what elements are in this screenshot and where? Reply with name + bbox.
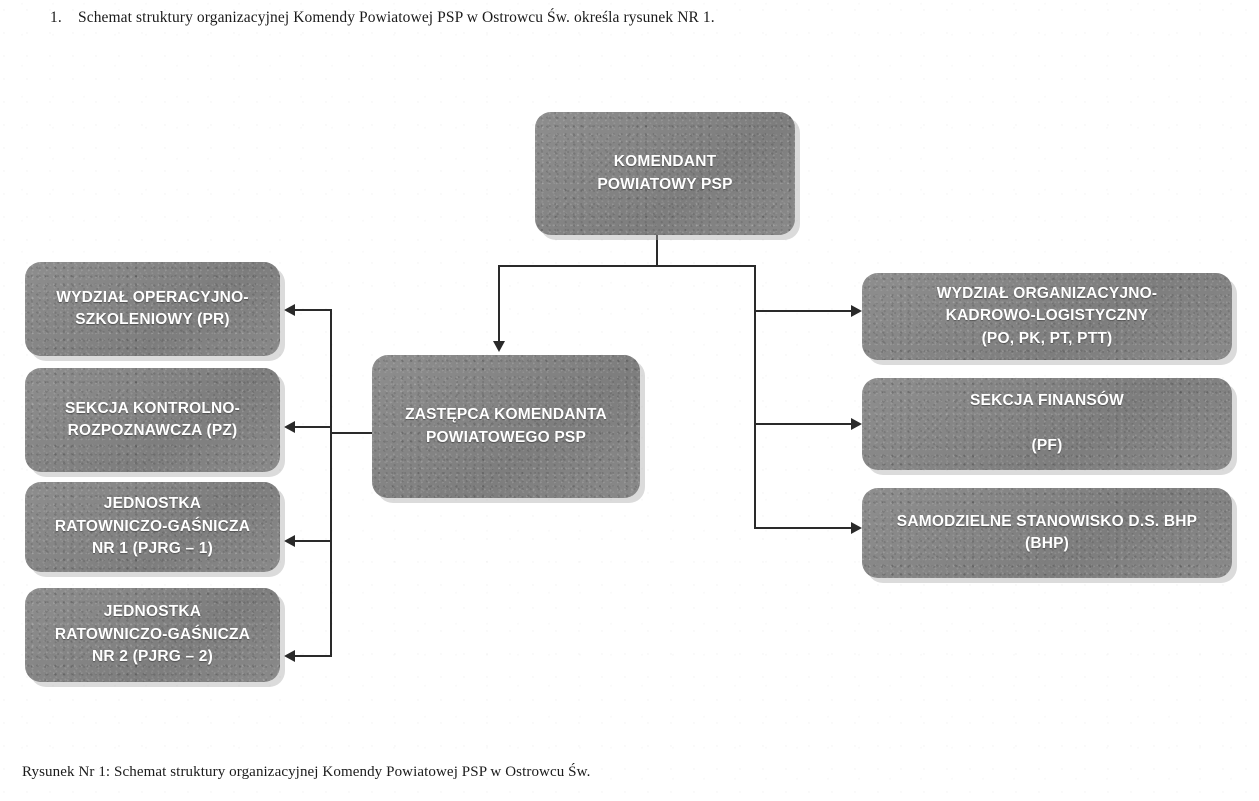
node-wydzial-operacyjno-szkoleniowy[interactable]: WYDZIAŁ OPERACYJNO- SZKOLENIOWY (PR)	[25, 262, 280, 356]
connector-to-wydzial-oper	[294, 309, 332, 311]
figure-caption: Rysunek Nr 1: Schemat struktury organiza…	[22, 764, 591, 780]
arrowhead-wydzial-org	[851, 305, 862, 317]
node-samodzielne-stanowisko-bhp[interactable]: SAMODZIELNE STANOWISKO D.S. BHP (BHP)	[862, 488, 1232, 578]
node-label: JEDNOSTKA RATOWNICZO-GAŚNICZA NR 2 (PJRG…	[54, 603, 251, 666]
node-label: KOMENDANT POWIATOWY PSP	[597, 153, 733, 193]
connector-to-bhp	[754, 527, 852, 529]
connector-to-pjrg2	[294, 655, 332, 657]
intro-paragraph-text: Schemat struktury organizacyjnej Komendy…	[78, 9, 715, 26]
node-sekcja-finansow[interactable]: SEKCJA FINANSÓW (PF)	[862, 378, 1232, 470]
arrowhead-sekcja-kontrolno	[284, 421, 295, 433]
connector-to-sekcja-finansow	[754, 423, 852, 425]
arrowhead-bhp	[851, 522, 862, 534]
arrowhead-pjrg1	[284, 535, 295, 547]
node-pjrg-2[interactable]: JEDNOSTKA RATOWNICZO-GAŚNICZA NR 2 (PJRG…	[25, 588, 280, 682]
connector-to-wydzial-org	[754, 310, 852, 312]
connector-to-pjrg1	[294, 540, 332, 542]
connector-bus-to-zastepca	[498, 265, 500, 343]
node-label: ZASTĘPCA KOMENDANTA POWIATOWEGO PSP	[405, 406, 607, 446]
node-sekcja-kontrolno-rozpoznawcza[interactable]: SEKCJA KONTROLNO- ROZPOZNAWCZA (PZ)	[25, 368, 280, 472]
node-zastepca-komendanta[interactable]: ZASTĘPCA KOMENDANTA POWIATOWEGO PSP	[372, 355, 640, 498]
node-pjrg-1[interactable]: JEDNOSTKA RATOWNICZO-GAŚNICZA NR 1 (PJRG…	[25, 482, 280, 572]
connector-komendant-stem	[656, 235, 658, 267]
arrowhead-pjrg2	[284, 650, 295, 662]
node-label: SEKCJA KONTROLNO- ROZPOZNAWCZA (PZ)	[64, 399, 241, 439]
node-label: SEKCJA FINANSÓW (PF)	[970, 392, 1124, 455]
connector-left-bus	[330, 309, 332, 656]
node-label: WYDZIAŁ ORGANIZACYJNO- KADROWO-LOGISTYCZ…	[936, 284, 1158, 347]
connector-to-sekcja-kontrolno	[294, 426, 332, 428]
node-komendant-powiatowy-psp[interactable]: KOMENDANT POWIATOWY PSP	[535, 112, 795, 235]
intro-list-number: 1.	[50, 9, 62, 26]
arrowhead-wydzial-oper	[284, 304, 295, 316]
connector-right-bus	[754, 265, 756, 529]
node-label: WYDZIAŁ OPERACYJNO- SZKOLENIOWY (PR)	[56, 288, 249, 328]
arrowhead-zastepca	[493, 341, 505, 352]
node-label: JEDNOSTKA RATOWNICZO-GAŚNICZA NR 1 (PJRG…	[54, 495, 251, 558]
node-label: SAMODZIELNE STANOWISKO D.S. BHP (BHP)	[896, 512, 1198, 552]
connector-zastepca-stub	[330, 432, 374, 434]
node-wydzial-organizacyjno-kadrowo-logistyczny[interactable]: WYDZIAŁ ORGANIZACYJNO- KADROWO-LOGISTYCZ…	[862, 273, 1232, 360]
arrowhead-sekcja-finansow	[851, 418, 862, 430]
connector-top-bus	[498, 265, 756, 267]
